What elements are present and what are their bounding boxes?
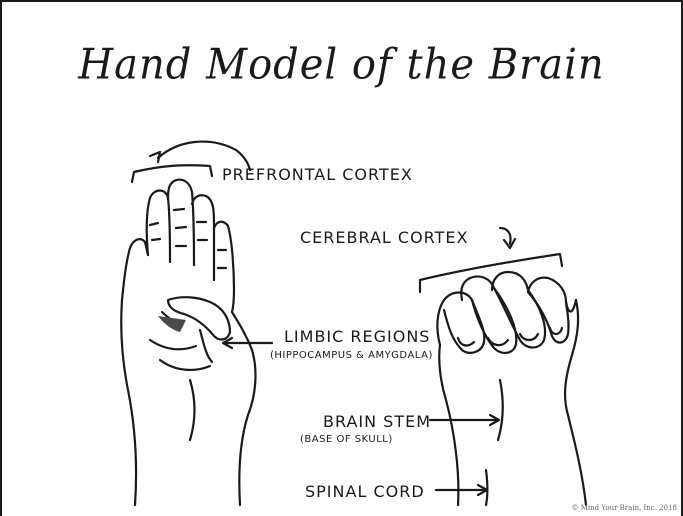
label-brain-stem-sub: (BASE OF SKULL): [300, 434, 393, 445]
label-brain-stem: BRAIN STEM: [323, 412, 431, 431]
brain-stem-arrow: [430, 415, 499, 425]
copyright-notice: © Mind Your Brain, Inc. 2018: [572, 504, 677, 512]
label-cerebral-cortex: CEREBRAL CORTEX: [300, 228, 468, 247]
fist-drawing: [437, 272, 586, 505]
spinal-cord-arrow: [436, 485, 487, 495]
label-limbic-regions: LIMBIC REGIONS: [284, 327, 430, 346]
label-spinal-cord: SPINAL CORD: [305, 482, 425, 501]
label-limbic-sub: (HIPPOCAMPUS & AMYGDALA): [270, 350, 433, 361]
label-prefrontal-cortex: PREFRONTAL CORTEX: [222, 165, 413, 184]
